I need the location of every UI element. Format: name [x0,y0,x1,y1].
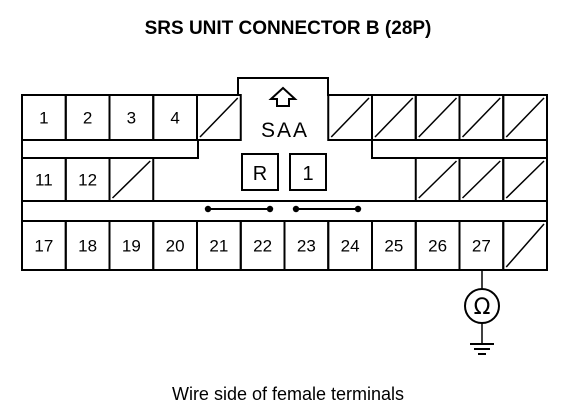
terminal-number: 11 [35,171,53,190]
terminal-number: 26 [428,237,447,256]
unused-cavity [502,157,548,202]
unused-cavity [327,94,373,141]
terminal-cavity: 4 [152,94,198,141]
terminal-cavity: 19 [108,220,155,271]
unused-slash [374,97,414,138]
terminal-cavity: 17 [21,220,67,271]
terminal-number: 27 [472,237,491,256]
unused-cavity [108,157,155,202]
terminal-number: 4 [170,109,179,128]
terminal-number: 18 [78,237,97,256]
unused-slash [505,160,545,199]
row-separator [371,139,547,159]
terminal-cavity: 1 [21,94,67,141]
unused-slash [111,160,151,199]
terminal-cavity: 25 [371,220,417,271]
ground-icon [470,343,494,355]
terminal-number: 25 [384,237,403,256]
ohmmeter-icon: Ω [464,288,500,324]
ohmmeter-symbol: Ω [474,295,491,320]
terminal-cavity: 2 [64,94,111,141]
terminal-cavity: 3 [108,94,155,141]
shorting-bar [204,205,274,213]
unused-cavity [196,94,242,141]
lock-arrow-icon [268,86,298,107]
unused-cavity [502,94,548,141]
unused-slash [330,97,370,138]
row-separator [22,139,199,159]
terminal-cavity: 11 [21,157,67,202]
terminal-cavity: 22 [239,220,286,271]
unused-cavity [414,94,461,141]
terminal-cavity: 27 [458,220,505,271]
terminal-number: 23 [297,237,316,256]
saa-label: SAA [261,119,309,142]
terminal-number: 2 [83,109,92,128]
unused-slash [418,97,458,138]
terminal-cavity: 20 [152,220,198,271]
terminal-number: 17 [34,237,53,256]
diagram-title: SRS UNIT CONNECTOR B (28P) [145,18,432,39]
terminal-number: 20 [166,237,185,256]
unused-slash [505,223,545,268]
short-connector-box-1: 1 [289,153,327,191]
terminal-number: 19 [122,237,141,256]
unused-slash [461,97,501,138]
unused-slash [199,97,239,138]
unused-cavity [371,94,417,141]
terminal-number: 24 [341,237,360,256]
terminal-number: 21 [209,237,228,256]
unused-cavity [458,157,505,202]
short-connector-box-r: R [241,153,279,191]
terminal-cavity: 23 [283,220,330,271]
short-label-r: R [253,163,267,185]
unused-slash [461,160,501,199]
terminal-cavity: 24 [327,220,373,271]
caption: Wire side of female terminals [172,384,404,404]
terminal-number: 22 [253,237,272,256]
terminal-cavity: 26 [414,220,461,271]
unused-cavity [502,220,548,271]
unused-slash [505,97,545,138]
short-label-1: 1 [302,163,313,185]
unused-slash [418,160,458,199]
shorting-bar [292,205,362,213]
terminal-number: 12 [78,171,97,190]
terminal-number: 3 [127,109,136,128]
unused-cavity [414,157,461,202]
unused-cavity [458,94,505,141]
terminal-cavity: 12 [64,157,111,202]
terminal-cavity: 21 [196,220,242,271]
terminal-number: 1 [39,109,48,128]
terminal-cavity: 18 [64,220,111,271]
